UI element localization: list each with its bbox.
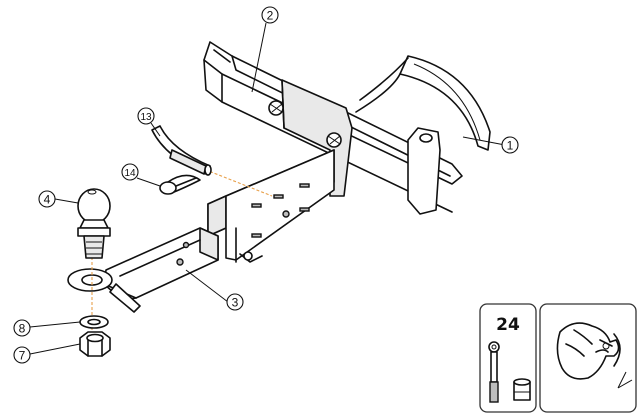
svg-text:4: 4 <box>44 193 51 207</box>
drawbar <box>67 227 219 313</box>
svg-text:3: 3 <box>232 296 239 310</box>
rear-curved-member <box>355 55 491 151</box>
receiver-box <box>207 149 335 263</box>
hex-nut <box>79 331 111 357</box>
callout-14: 14 <box>121 163 139 181</box>
torque-panel: 24 <box>479 303 537 413</box>
svg-text:14: 14 <box>124 168 136 179</box>
svg-text:2: 2 <box>267 9 274 23</box>
torque-value: 24 <box>496 315 520 335</box>
callout-3: 3 <box>226 293 244 311</box>
torque-wrench-icon <box>488 341 500 403</box>
leader-1 <box>462 136 506 146</box>
locking-pin <box>151 125 212 176</box>
callout-13: 13 <box>137 107 155 125</box>
callout-7: 7 <box>13 346 31 364</box>
leader-14 <box>136 177 161 187</box>
callout-4: 4 <box>38 190 56 208</box>
hand-panel <box>539 303 637 413</box>
callout-8: 8 <box>13 319 31 337</box>
leader-4 <box>54 198 79 204</box>
callout-1: 1 <box>501 136 519 154</box>
leader-3 <box>185 269 229 303</box>
leader-2 <box>251 22 267 93</box>
leader-8 <box>29 321 81 328</box>
r-clip <box>159 174 201 195</box>
leader-13 <box>150 122 161 137</box>
svg-text:1: 1 <box>507 139 514 153</box>
socket-icon <box>513 378 531 401</box>
pin-axis <box>195 165 273 197</box>
callout-2: 2 <box>261 6 279 24</box>
svg-text:13: 13 <box>140 112 152 123</box>
spring-washer <box>79 315 109 329</box>
svg-text:7: 7 <box>19 349 26 363</box>
leader-7 <box>29 343 81 355</box>
svg-text:8: 8 <box>19 322 26 336</box>
hand-tighten-icon <box>556 322 633 389</box>
tow-ball <box>77 188 111 259</box>
